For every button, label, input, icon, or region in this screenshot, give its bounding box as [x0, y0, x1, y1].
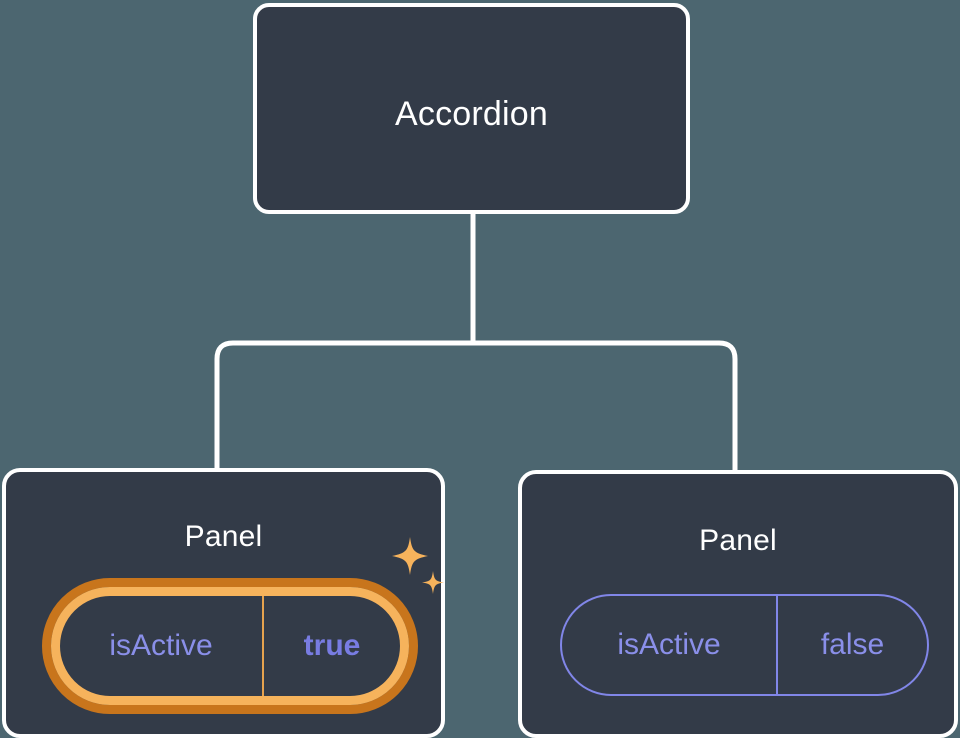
prop-value: false [820, 628, 885, 661]
node-panel-active[interactable]: Panel isActive true [2, 468, 445, 738]
node-accordion-title: Accordion [395, 95, 548, 133]
prop-pill-isactive-false[interactable]: isActive false [560, 594, 929, 696]
prop-value: true [303, 629, 361, 662]
node-panel-inactive[interactable]: Panel isActive false [518, 470, 958, 738]
node-accordion[interactable]: Accordion [253, 3, 690, 214]
prop-pill-highlight-ring: isActive true [51, 587, 409, 705]
prop-key: isActive [60, 596, 264, 696]
prop-key: isActive [562, 596, 778, 694]
edge-branch-bar [214, 340, 738, 470]
prop-pill-isactive-true[interactable]: isActive true [42, 578, 418, 714]
node-panel-active-title: Panel [184, 520, 263, 553]
node-panel-inactive-title: Panel [699, 524, 777, 557]
